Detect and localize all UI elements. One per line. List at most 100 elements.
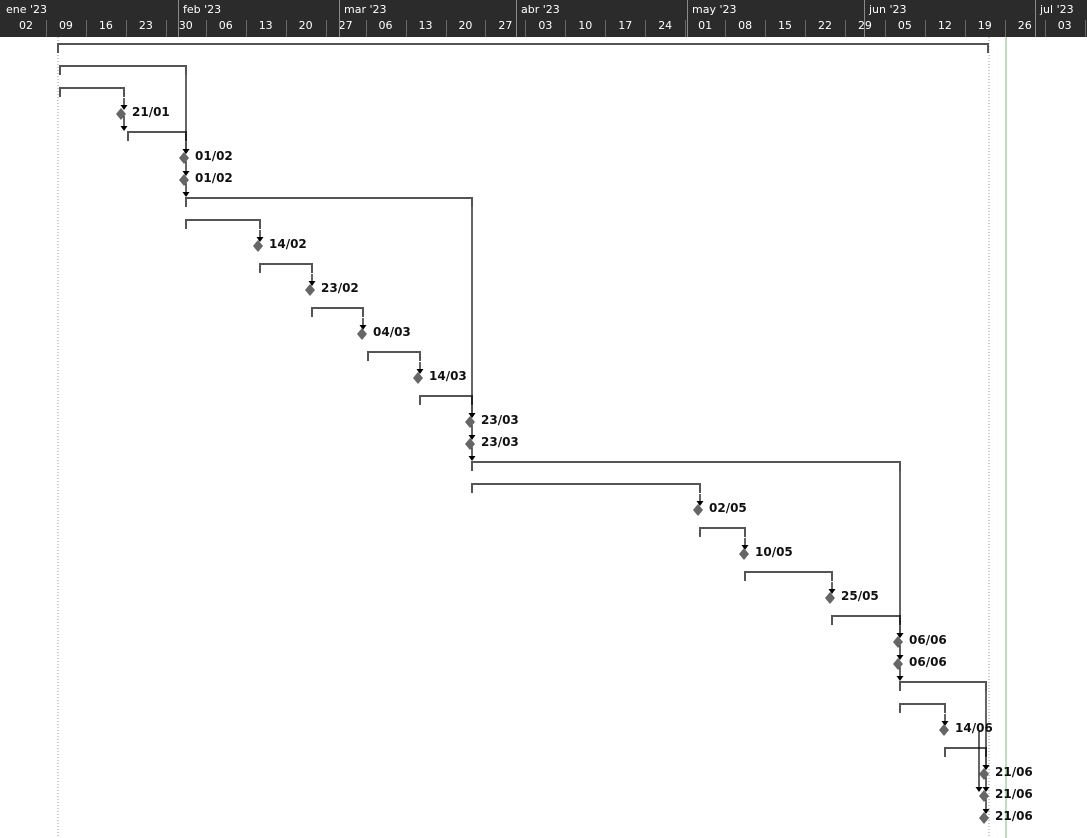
week-tick — [965, 20, 966, 37]
timescale-header: ene '23 feb '23 mar '23 abr '23 may '23 … — [0, 0, 1087, 37]
week-tick — [885, 20, 886, 37]
milestone-diamond — [979, 812, 989, 824]
week-tick — [1085, 20, 1086, 37]
dependency-arrow — [120, 126, 128, 131]
week-tick — [366, 20, 367, 37]
dependency-arrow — [982, 787, 990, 792]
dependency-arrow — [182, 171, 190, 176]
dependency-arrow — [308, 281, 316, 286]
week-label: 10 — [578, 19, 593, 32]
task-bar — [419, 395, 473, 405]
week-label: 12 — [937, 19, 952, 32]
week-tick — [565, 20, 566, 37]
week-tick — [725, 20, 726, 37]
week-tick — [1005, 20, 1006, 37]
milestone-date-label: 23/03 — [481, 413, 519, 427]
task-bar — [311, 307, 364, 317]
week-label: 24 — [658, 19, 673, 32]
milestone-date-label: 21/06 — [995, 765, 1033, 779]
task-bar — [831, 615, 901, 625]
dependency-arrow — [741, 545, 749, 550]
milestone-date-label: 21/06 — [995, 787, 1033, 801]
week-label: 01 — [698, 19, 713, 32]
week-tick — [805, 20, 806, 37]
milestone-diamond — [939, 724, 949, 736]
week-label: 08 — [738, 19, 753, 32]
week-tick — [46, 20, 47, 37]
milestone-date-label: 25/05 — [841, 589, 879, 603]
dependency-arrow — [182, 149, 190, 154]
milestone-diamond — [893, 658, 903, 670]
week-label: 02 — [19, 19, 33, 32]
week-tick — [605, 20, 606, 37]
milestone-diamond — [893, 636, 903, 648]
week-label: 26 — [1017, 19, 1032, 32]
milestone-date-label: 06/06 — [909, 655, 947, 669]
month-separator — [339, 0, 340, 37]
month-label: ene '23 — [6, 3, 48, 16]
milestone-date-label: 14/02 — [269, 237, 307, 251]
week-tick — [446, 20, 447, 37]
milestone-diamond — [179, 174, 189, 186]
week-tick — [845, 20, 846, 37]
dependency-arrow — [468, 435, 476, 440]
task-bar — [185, 219, 261, 229]
gantt-canvas — [57, 37, 1007, 838]
milestone-date-label: 02/05 — [709, 501, 747, 515]
week-label: 23 — [138, 19, 153, 32]
dependency-arrow — [696, 501, 704, 506]
summary-bar — [59, 65, 187, 75]
task-bar — [59, 87, 125, 97]
milestone-diamond — [253, 240, 263, 252]
month-label: jun '23 — [869, 3, 907, 16]
dependency-arrow — [896, 655, 904, 660]
dependency-arrow — [468, 456, 476, 461]
dependency-arrow — [896, 676, 904, 681]
week-tick — [126, 20, 127, 37]
week-label: 03 — [1057, 19, 1072, 32]
task-bar — [127, 131, 187, 141]
task-bar — [944, 747, 987, 757]
task-bar — [699, 527, 746, 537]
month-separator — [516, 0, 517, 37]
week-label: 20 — [298, 19, 313, 32]
summary-bar — [185, 197, 473, 207]
task-bar — [744, 571, 833, 581]
week-tick — [645, 20, 646, 37]
week-label: 30 — [178, 19, 193, 32]
week-tick — [286, 20, 287, 37]
week-label: 03 — [538, 19, 553, 32]
week-label: 20 — [458, 19, 473, 32]
milestone-diamond — [357, 328, 367, 340]
milestone-date-label: 14/03 — [429, 369, 467, 383]
summary-bar — [899, 681, 987, 691]
milestone-date-label: 01/02 — [195, 171, 233, 185]
week-label: 15 — [778, 19, 793, 32]
week-tick — [485, 20, 486, 37]
dependency-arrow — [828, 589, 836, 594]
week-tick — [206, 20, 207, 37]
dependency-arrow — [182, 192, 190, 197]
week-tick — [1045, 20, 1046, 37]
milestone-diamond — [465, 438, 475, 450]
month-label: feb '23 — [183, 3, 222, 16]
week-tick — [246, 20, 247, 37]
week-label: 19 — [977, 19, 992, 32]
week-label: 27 — [338, 19, 353, 32]
dependency-arrow — [975, 787, 983, 792]
summary-bar — [57, 43, 989, 53]
dependency-arrow — [982, 809, 990, 814]
dependency-arrow — [941, 721, 949, 726]
milestone-diamond — [413, 372, 423, 384]
dependency-arrow — [896, 633, 904, 638]
milestone-date-label: 21/06 — [995, 809, 1033, 823]
week-label: 06 — [218, 19, 233, 32]
milestone-date-label: 04/03 — [373, 325, 411, 339]
month-label: mar '23 — [344, 3, 387, 16]
week-tick — [765, 20, 766, 37]
milestone-date-label: 01/02 — [195, 149, 233, 163]
dependency-arrow — [359, 325, 367, 330]
milestone-date-label: 23/02 — [321, 281, 359, 295]
milestone-diamond — [305, 284, 315, 296]
